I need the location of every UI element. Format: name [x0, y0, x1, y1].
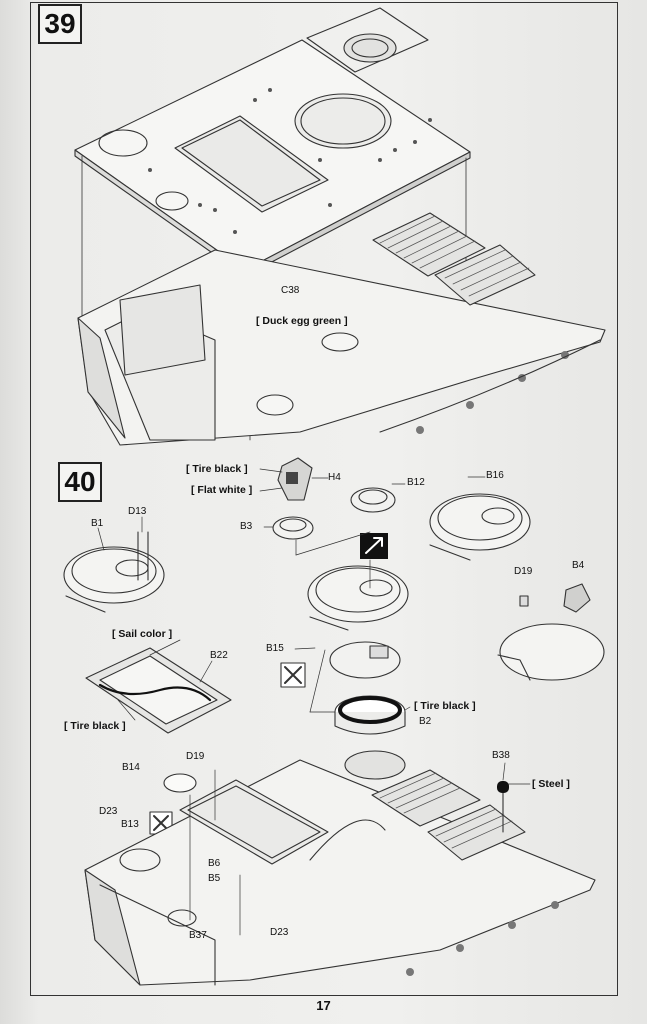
- b2-hatch-ring: [329, 641, 406, 735]
- page-frame: [30, 2, 618, 996]
- h4-periscope: [277, 457, 313, 501]
- part-b13-label: B13: [121, 819, 139, 830]
- part-b4-label: B4: [572, 560, 585, 571]
- part-b15-label: B15: [266, 643, 284, 654]
- part-b16-label: B16: [486, 470, 504, 481]
- part-b37-label: B37: [189, 930, 207, 941]
- paint-tire-black-ring: [ Tire black ]: [414, 700, 476, 712]
- step-39-hull: [77, 212, 606, 446]
- part-b38-label: B38: [492, 750, 510, 761]
- part-b5-label: B5: [208, 873, 221, 884]
- b1-hatch: [63, 531, 165, 613]
- part-b1-label: B1: [91, 518, 104, 529]
- b22-hatch-frame: [85, 647, 232, 734]
- part-b3-label: B3: [240, 521, 253, 532]
- b3-hatch: [272, 516, 314, 540]
- part-b22-label: B22: [210, 650, 228, 661]
- step-39-badge: 39: [38, 4, 82, 44]
- part-b6-label: B6: [208, 858, 221, 869]
- part-b14-label: B14: [122, 762, 140, 773]
- step-39-deck-plate: [74, 7, 471, 277]
- sub-assembly-arrow: [360, 533, 388, 559]
- step-40-hull: [84, 750, 596, 986]
- b16-hatch: [429, 493, 531, 561]
- b4-hatch: [497, 583, 605, 681]
- step-40-badge: 40: [58, 462, 102, 502]
- b12-hatch: [350, 487, 396, 513]
- assembled-hatch-center: [307, 565, 409, 631]
- part-d19-label-bottom: D19: [186, 751, 205, 762]
- paint-duck-egg-green: [ Duck egg green ]: [256, 315, 348, 327]
- paint-flat-white: [ Flat white ]: [191, 484, 253, 496]
- part-h4-label: H4: [328, 472, 341, 483]
- part-b2-label: B2: [419, 716, 432, 727]
- paint-tire-black-hatch: [ Tire black ]: [64, 720, 126, 732]
- paint-steel: [ Steel ]: [532, 778, 570, 790]
- part-b12-label: B12: [407, 477, 425, 488]
- step-40-leader-lines: [97, 468, 531, 936]
- part-c38-label: C38: [281, 285, 300, 296]
- part-d13-label: D13: [128, 506, 147, 517]
- part-d23-label-right: D23: [270, 927, 289, 938]
- paint-tire-black-top: [ Tire black ]: [186, 463, 248, 475]
- page-number: 17: [316, 998, 331, 1013]
- part-d23-label-left: D23: [99, 806, 118, 817]
- paint-sail-color: [ Sail color ]: [112, 628, 173, 640]
- part-d19-label-top: D19: [514, 566, 533, 577]
